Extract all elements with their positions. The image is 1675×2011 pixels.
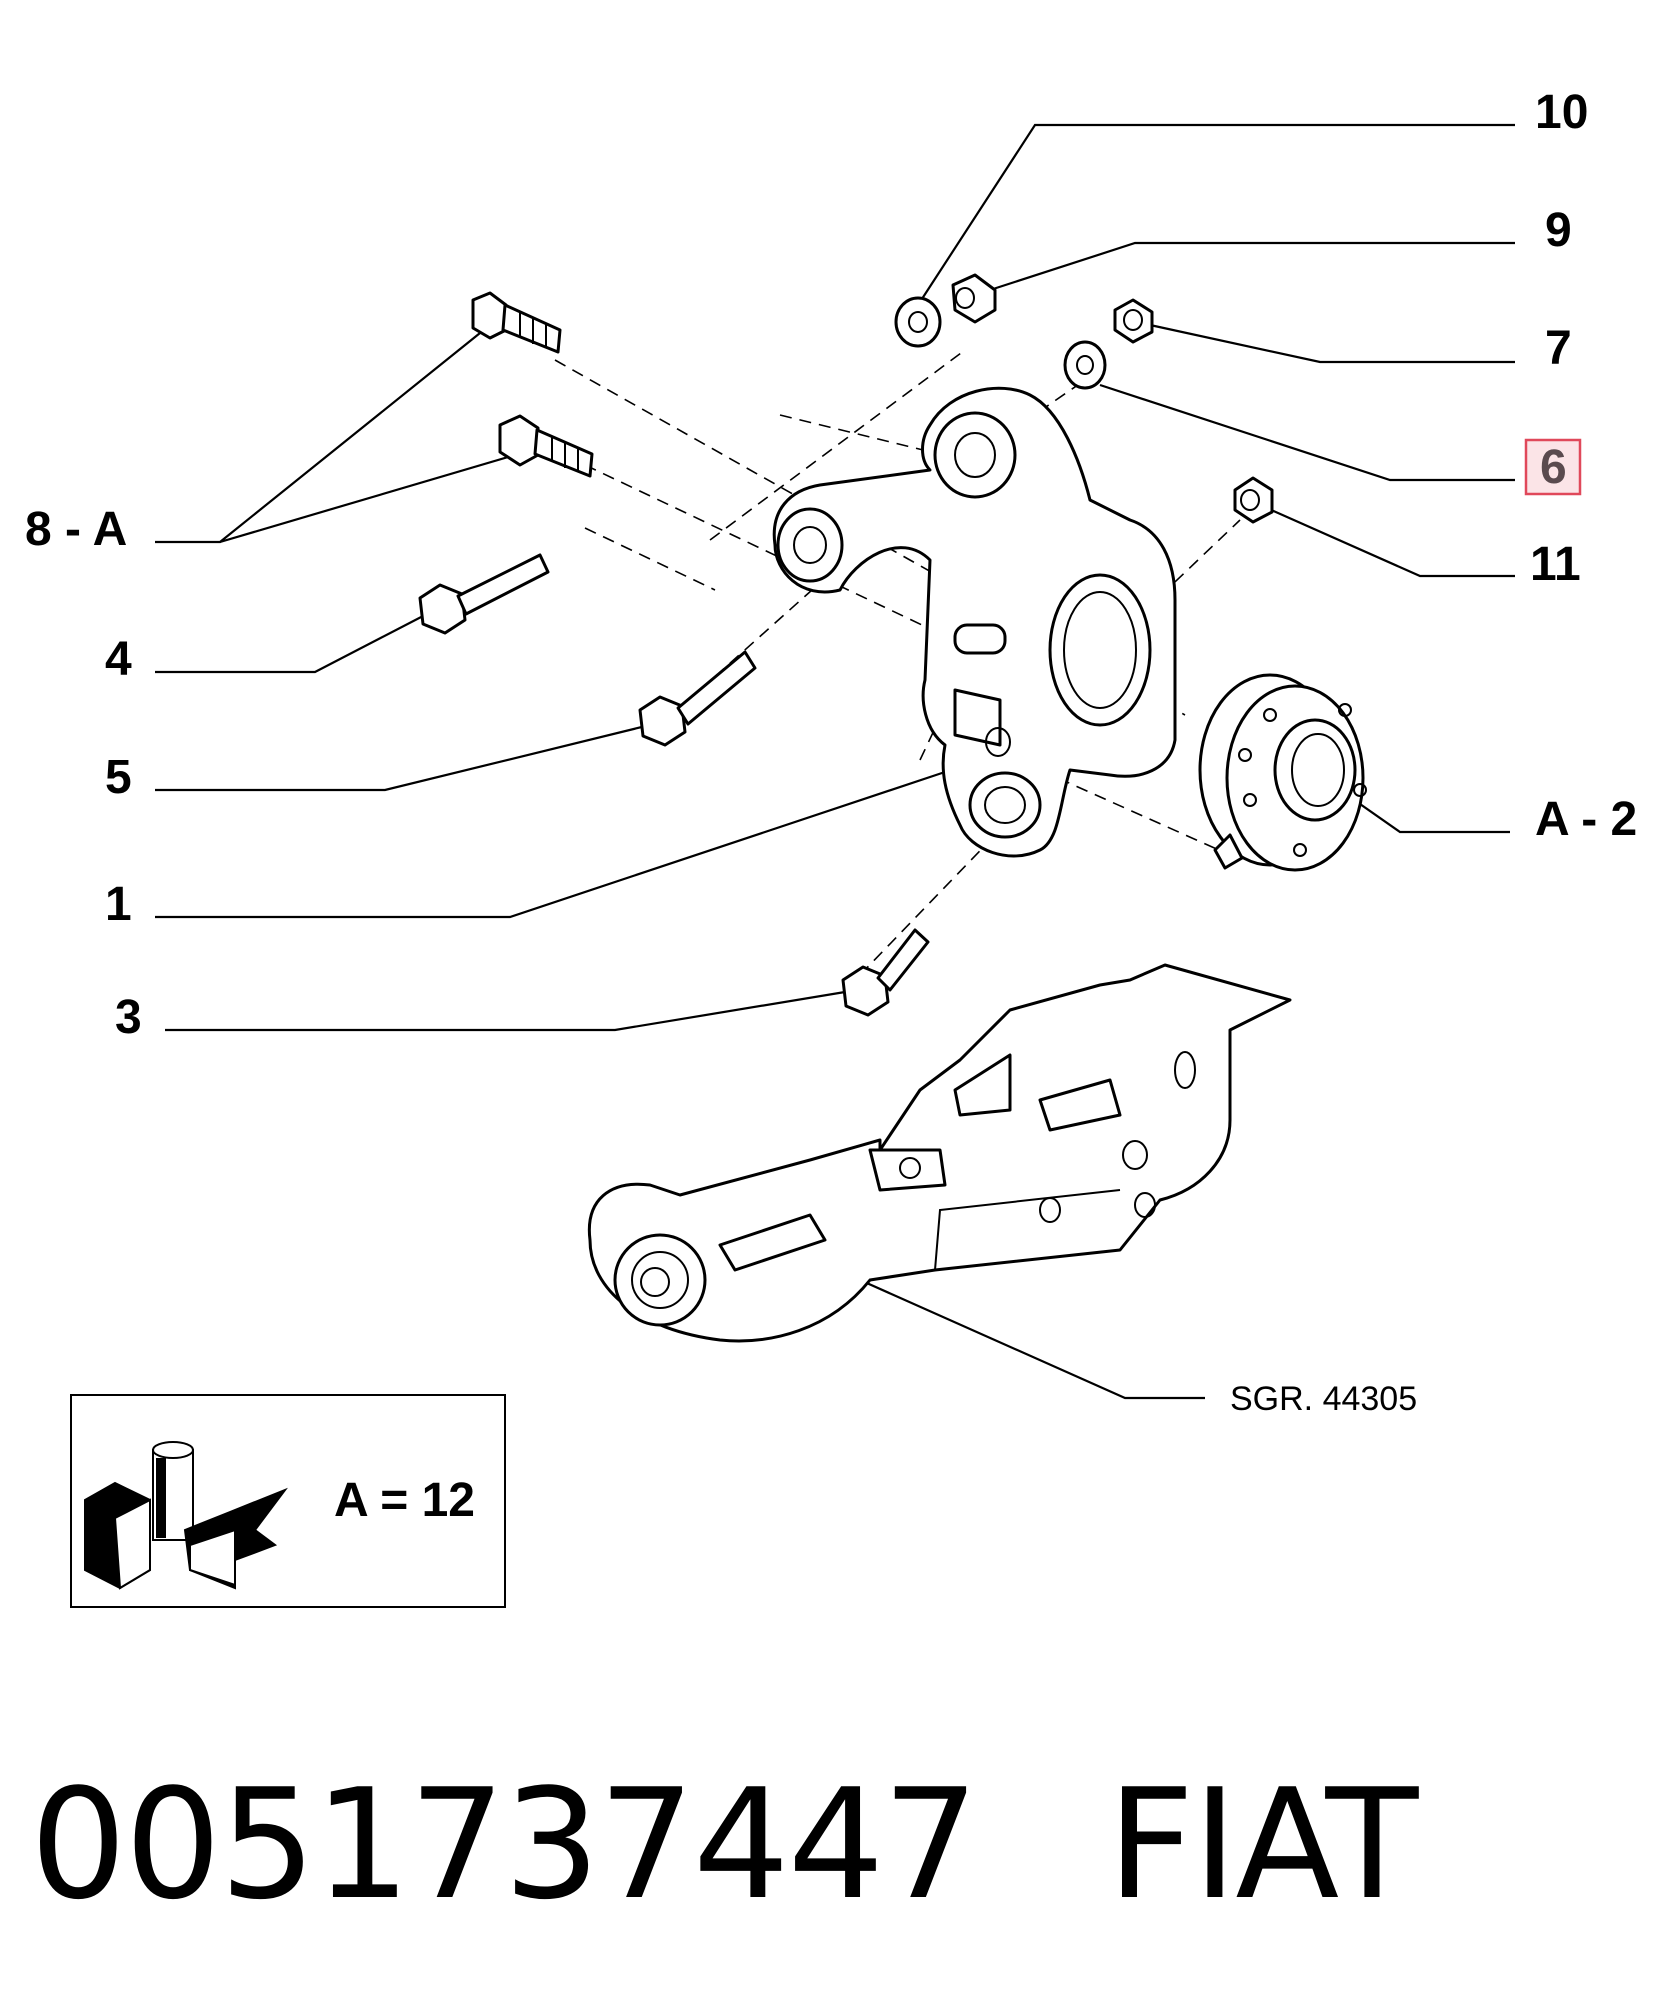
nut-7-icon [1113, 298, 1154, 344]
callout-4: 4 [105, 633, 132, 686]
bolt-5-icon [638, 650, 757, 747]
svg-text:3: 3 [115, 991, 142, 1044]
trailing-arm-icon [587, 963, 1292, 1343]
callout-11: 11 [1530, 538, 1581, 591]
fiat-kit-logo [84, 1441, 288, 1590]
callout-7: 7 [1545, 322, 1572, 375]
callout-5: 5 [105, 751, 132, 804]
callout-1: 1 [105, 878, 132, 931]
part-number: 0051737447 [30, 1756, 979, 1933]
washer-6-icon [1063, 340, 1107, 390]
svg-text:10: 10 [1535, 86, 1588, 139]
svg-text:7: 7 [1545, 322, 1572, 375]
wheel-carrier-1-icon [772, 386, 1177, 858]
svg-text:4: 4 [105, 633, 132, 686]
bolt-3-icon [841, 928, 930, 1017]
svg-text:9: 9 [1545, 204, 1572, 257]
svg-text:A = 12: A = 12 [334, 1474, 475, 1527]
callout-8-a: 8 - A [25, 503, 127, 556]
callout-a-2: A - 2 [1535, 793, 1637, 846]
brand-name: FIAT [1107, 1756, 1418, 1933]
bolt-4-icon [418, 553, 550, 635]
callout-9: 9 [1545, 204, 1572, 257]
washer-10-icon [894, 296, 942, 348]
svg-text:1: 1 [105, 878, 132, 931]
callout-3: 3 [115, 991, 142, 1044]
leader-lines [155, 123, 1515, 1400]
bolt-8a-lower-icon [498, 414, 594, 478]
svg-text:8 - A: 8 - A [25, 503, 127, 556]
svg-text:5: 5 [105, 751, 132, 804]
hub-bearing-a2-icon [1198, 673, 1367, 872]
callout-6-highlighted[interactable]: 6 [1524, 438, 1582, 496]
svg-text:11: 11 [1530, 538, 1581, 591]
nut-11-icon [1233, 476, 1274, 524]
sgr-reference: SGR. 44305 [1230, 1380, 1417, 1418]
bolt-8a-upper-icon [471, 291, 562, 354]
svg-text:A - 2: A - 2 [1535, 793, 1637, 846]
kit-box: A = 12 [70, 1394, 506, 1608]
part-number-footer: 0051737447 FIAT [30, 1755, 1630, 1935]
nut-9-icon [951, 273, 997, 324]
svg-text:6: 6 [1540, 441, 1567, 494]
callout-10: 10 [1535, 86, 1588, 139]
